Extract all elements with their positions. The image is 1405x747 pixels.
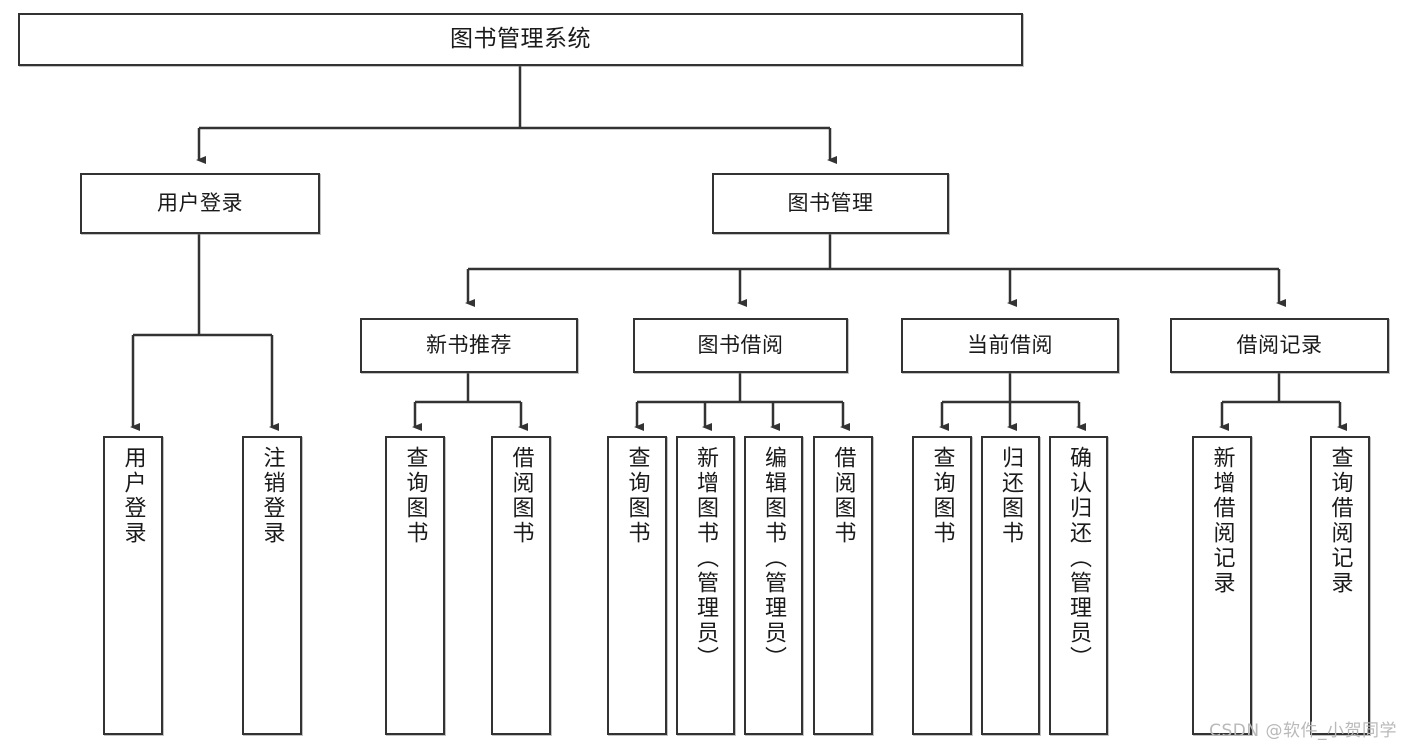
node-label: 查询图书: [624, 446, 650, 546]
leaf-borrow-book[interactable]: 借阅图书: [813, 436, 873, 735]
node-label: 用户登录: [120, 446, 146, 546]
leaf-edit-book-admin[interactable]: 编辑图书（管理员）: [744, 436, 803, 735]
node-user-login[interactable]: 用户登录: [80, 173, 320, 234]
node-borrow-record[interactable]: 借阅记录: [1170, 318, 1389, 373]
node-label: 查询图书: [929, 446, 955, 546]
node-label: 编辑图书（管理员）: [761, 446, 787, 671]
node-label: 归还图书: [998, 446, 1024, 546]
node-label: 查询图书: [402, 446, 428, 546]
leaf-query-book-recommend[interactable]: 查询图书: [385, 436, 445, 735]
node-label: 借阅图书: [508, 446, 534, 546]
node-label: 用户登录: [157, 190, 243, 215]
leaf-query-borrow-record[interactable]: 查询借阅记录: [1310, 436, 1370, 735]
leaf-return-book[interactable]: 归还图书: [981, 436, 1040, 735]
node-label: 借阅图书: [830, 446, 856, 546]
node-label: 注销登录: [259, 446, 285, 546]
leaf-add-book-admin[interactable]: 新增图书（管理员）: [676, 436, 735, 735]
leaf-query-book-current[interactable]: 查询图书: [912, 436, 972, 735]
node-label: 新增图书（管理员）: [693, 446, 719, 671]
leaf-borrow-book-recommend[interactable]: 借阅图书: [491, 436, 551, 735]
csdn-watermark: CSDN @软件_小贺同学: [1209, 721, 1397, 741]
node-book-borrow[interactable]: 图书借阅: [633, 318, 848, 373]
node-label: 查询借阅记录: [1327, 446, 1353, 596]
leaf-add-borrow-record[interactable]: 新增借阅记录: [1192, 436, 1252, 735]
node-current-borrow[interactable]: 当前借阅: [901, 318, 1119, 373]
node-label: 图书借阅: [697, 332, 784, 357]
node-label: 当前借阅: [967, 332, 1053, 357]
node-new-book-recommend[interactable]: 新书推荐: [360, 318, 578, 373]
node-label: 借阅记录: [1236, 332, 1323, 357]
node-label: 确认归还（管理员）: [1066, 446, 1092, 671]
leaf-logout[interactable]: 注销登录: [242, 436, 302, 735]
node-label: 新增借阅记录: [1209, 446, 1235, 596]
leaf-user-login[interactable]: 用户登录: [103, 436, 163, 735]
node-label: 新书推荐: [426, 332, 512, 357]
leaf-confirm-return-admin[interactable]: 确认归还（管理员）: [1049, 436, 1108, 735]
node-root[interactable]: 图书管理系统: [18, 13, 1023, 66]
leaf-query-book-borrow[interactable]: 查询图书: [607, 436, 667, 735]
node-label: 图书管理系统: [450, 26, 591, 53]
node-label: 图书管理: [787, 190, 874, 215]
node-book-management[interactable]: 图书管理: [712, 173, 949, 234]
